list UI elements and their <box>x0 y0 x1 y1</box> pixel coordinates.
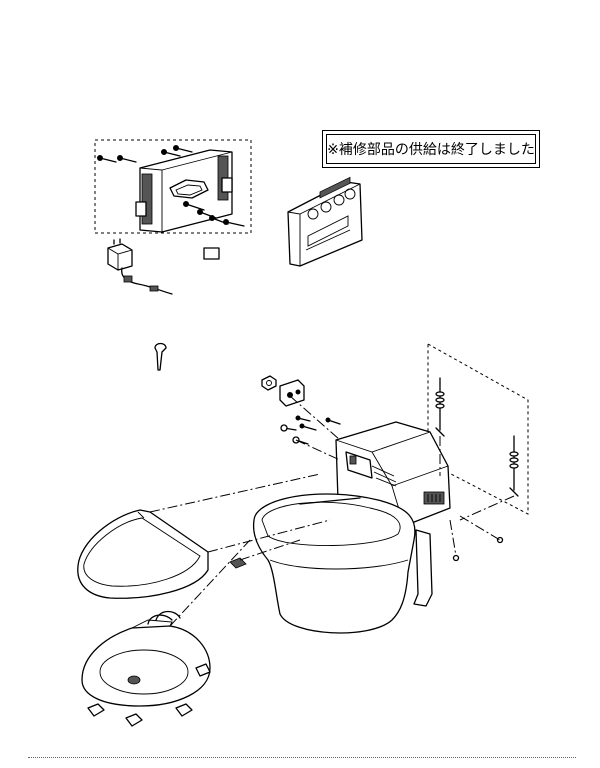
screw-icon <box>183 201 245 227</box>
leader-lines <box>149 395 515 627</box>
screw-icon <box>97 145 193 163</box>
nut-icon <box>452 536 504 562</box>
parts-notice-box: ※補修部品の供給は終了しました <box>322 130 540 168</box>
ac-adapter-icon <box>107 238 173 295</box>
toilet-lid-icon <box>77 509 209 599</box>
parts-notice-inner: ※補修部品の供給は終了しました <box>326 134 536 164</box>
seat-bumper-icon <box>87 703 193 727</box>
anchor-bolt-group <box>427 343 529 515</box>
screw-icon <box>280 415 341 445</box>
toilet-seat-icon <box>81 610 211 727</box>
bottom-rule <box>28 757 576 758</box>
key-tool-icon <box>154 342 167 371</box>
wall-bracket-icon <box>135 149 233 233</box>
anchor-bolt-icon <box>509 435 519 497</box>
seat-fixing-parts <box>261 375 305 407</box>
remote-control-icon <box>287 176 363 267</box>
parts-notice-text: ※補修部品の供給は終了しました <box>327 142 535 158</box>
anchor-bolt-icon <box>435 377 445 437</box>
stopper-icon <box>229 557 247 569</box>
wall-bracket-group <box>94 139 252 234</box>
connector-icon <box>203 247 220 260</box>
toilet-unit-icon <box>252 421 451 634</box>
